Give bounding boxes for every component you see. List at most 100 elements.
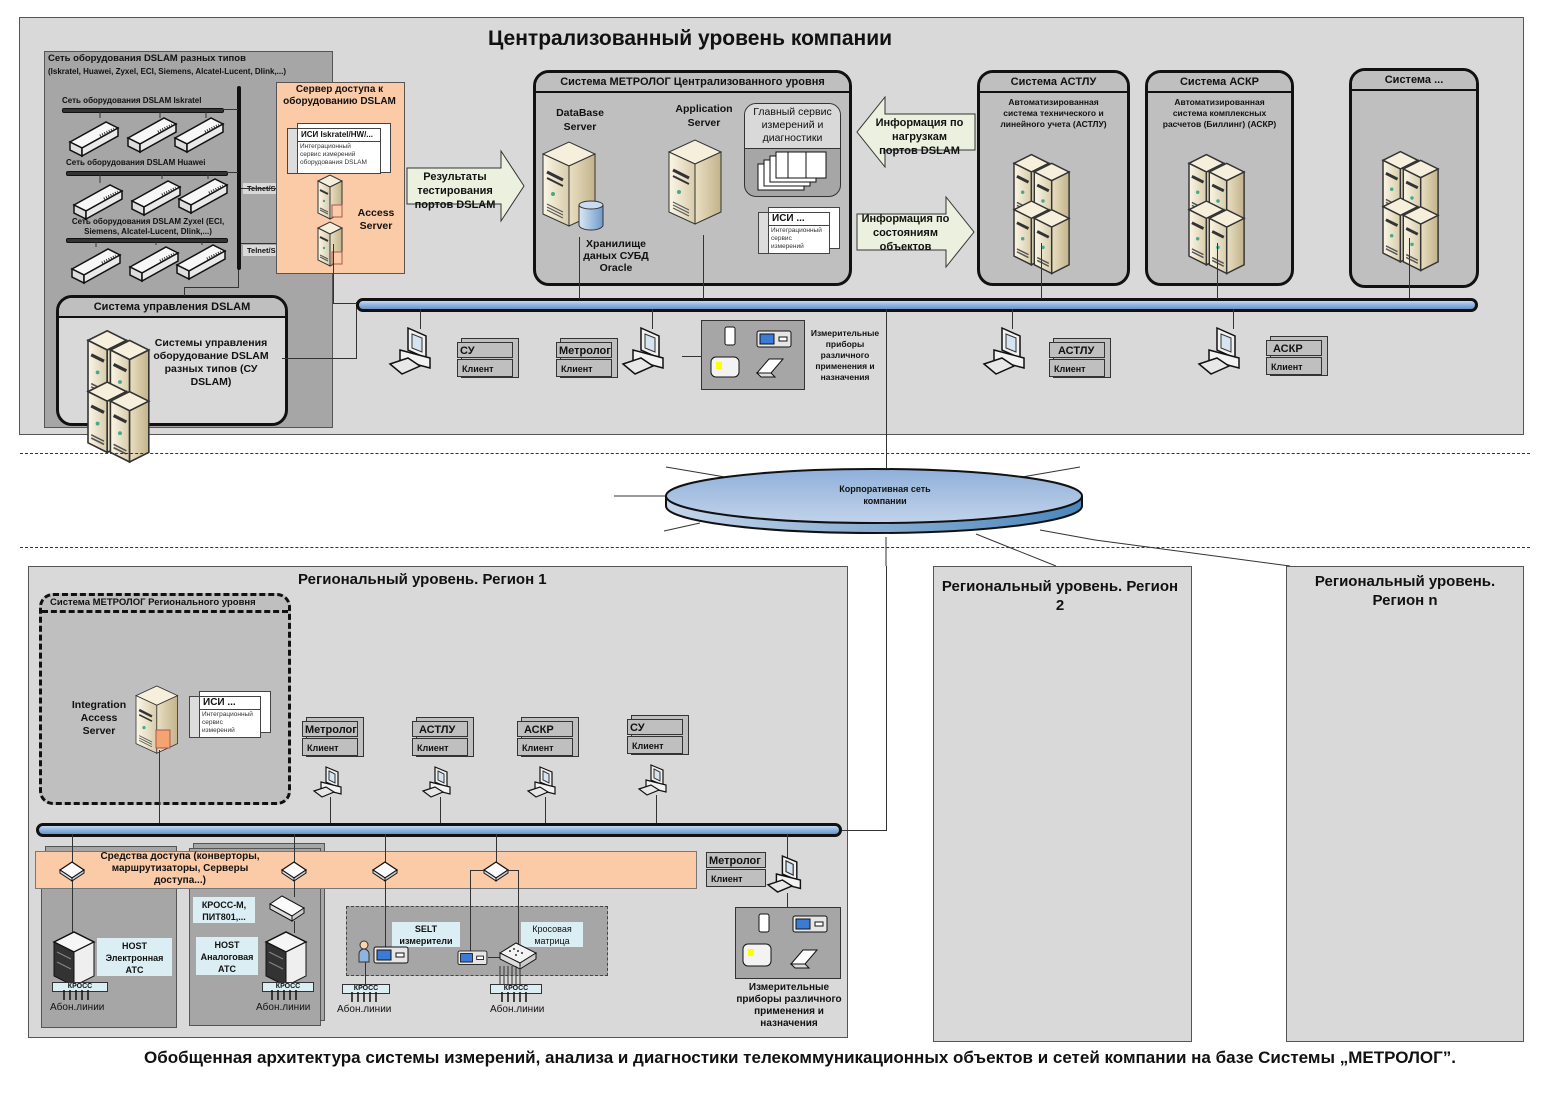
selt-technician-icon: [358, 940, 370, 963]
kross-bar-4: КРОСС: [490, 984, 542, 994]
r1-metrolog-pc-icon: [767, 855, 802, 893]
dslam-device-icons-row2: [72, 175, 229, 221]
client-astlu-sub: Клиент: [1049, 359, 1105, 377]
subscriber-lines-label-4: Абон.линии: [490, 1004, 545, 1015]
load-info-arrow-label: Информация по нагрузкам портов DSLAM: [875, 117, 964, 157]
converter-icon: [269, 895, 305, 922]
dslam-group-iskratel-label: Сеть оборудования DSLAM Iskratel: [62, 96, 202, 105]
isi-central-header: ИСИ ...: [769, 213, 829, 226]
dslam-management-title: Система управления DSLAM: [59, 298, 285, 318]
isi-regional-body: Интеграционный сервис измерений: [202, 711, 253, 734]
region1-title: Региональный уровень. Регион 1: [298, 571, 547, 588]
access-server-icon-1: [317, 174, 343, 220]
isi-central-card: ИСИ ... Интеграционный сервис измерений: [758, 207, 840, 264]
selt-label: SELT измерители: [392, 922, 460, 947]
client-askr-sub: Клиент: [1266, 357, 1322, 375]
client-askr-card: АСКР Клиент: [1266, 336, 1328, 380]
client-astlu-name: АСТЛУ: [1049, 342, 1105, 358]
cross-matrix-icon: [498, 942, 538, 970]
r1-metrolog-client-name: Метролог: [706, 852, 766, 868]
results-arrow-label: Результаты тестирования портов DSLAM: [414, 171, 496, 211]
r1-client-metrolog-name: Метролог: [302, 721, 358, 737]
isi-iskratel-body: Интеграционный сервис измерений оборудов…: [300, 143, 367, 166]
matrix-wires: [499, 966, 521, 984]
corporate-network-links: [614, 466, 1291, 567]
access-server-icon-2: [317, 221, 343, 267]
results-arrow: [406, 149, 525, 223]
instruments-label-central: Измерительные приборы различного примене…: [810, 328, 880, 382]
oracle-storage-icon: [578, 200, 604, 231]
dslam-group-iskratel-bus: [62, 108, 224, 113]
kross-bar-1: КРОСС: [52, 982, 108, 992]
subscriber-line-ticks-2: [271, 990, 297, 1000]
access-server-label: Access Server: [357, 207, 395, 232]
r1-client-su-dslam-card: СУ DSLAM Клиент: [627, 715, 689, 759]
host-electronic-label: HOST Электронная АТС: [97, 938, 172, 976]
integration-server-icon: [134, 684, 179, 755]
r1-client-askr-card: АСКР Клиент: [517, 717, 579, 761]
corporate-network-label: Корпоративная сеть компании: [839, 484, 931, 506]
app-server-label: Application Server: [675, 103, 733, 129]
system-askr-title: Система АСКР: [1148, 73, 1291, 93]
dslam-network-subtitle: (Iskratel, Huawei, Zyxel, ECI, Siemens, …: [48, 67, 286, 76]
db-server-label: DataBase Server: [556, 107, 604, 133]
client-metrolog-name: Метролог: [556, 342, 612, 358]
system-astlu-desc: Автоматизированная система технического …: [1000, 97, 1107, 129]
client-astlu-card: АСТЛУ Клиент: [1049, 338, 1111, 382]
r1-client-astlu-name: АСТЛУ: [412, 721, 468, 737]
subscriber-line-ticks-4: [501, 992, 527, 1002]
oracle-storage-label: Хранилище даных СУБД Oracle: [583, 238, 649, 274]
dslam-group-huawei-bus: [66, 171, 228, 176]
kross-m-label: КРОСС-М, ПИТ801,...: [193, 897, 255, 923]
metrolog-central-title: Система МЕТРОЛОГ Централизованного уровн…: [536, 73, 849, 93]
subscriber-line-ticks-3: [351, 992, 377, 1002]
client-metrolog-card: Метролог Клиент: [556, 338, 618, 382]
dslam-device-icons-row3: [70, 241, 227, 285]
region2-title: Региональный уровень. Регион 2: [941, 578, 1179, 614]
r1-client-metrolog-card: Метролог Клиент: [302, 717, 364, 761]
client-askr-name: АСКР: [1266, 340, 1322, 356]
isi-iskratel-card: ИСИ Iskratel/HW/... Интеграционный серви…: [287, 123, 391, 180]
selt-meter-icon-2: [457, 950, 488, 966]
diagram-caption: Обобщенная архитектура системы измерений…: [143, 1048, 1457, 1067]
r1-client-askr-name: АСКР: [517, 721, 573, 737]
corporate-network-disk-icon: [665, 468, 1083, 534]
r1-client-astlu-card: АСТЛУ Клиент: [412, 717, 474, 761]
client-su-dslam-card: СУ DSLAM Клиент: [457, 338, 519, 382]
dslam-backbone: [237, 86, 241, 270]
client-su-dslam-sub: Клиент: [457, 359, 513, 377]
isi-regional-card: ИСИ ... Интеграционный сервис измерений: [189, 691, 271, 748]
r1-client-askr-sub: Клиент: [517, 738, 573, 756]
regionN-frame: [1286, 566, 1524, 1042]
metrolog-regional-title: Система МЕТРОЛОГ Регионального уровня: [50, 597, 256, 608]
access-means-label: Средства доступа (конверторы, маршрутиза…: [100, 851, 260, 886]
isi-central-body: Интеграционный сервис измерений: [771, 227, 822, 250]
r1-client-su-dslam-sub: Клиент: [627, 736, 683, 754]
kross-bar-3: КРОСС: [342, 984, 390, 994]
client-metrolog-sub: Клиент: [556, 359, 612, 377]
system-other-title: Система ...: [1352, 71, 1476, 91]
main-service-label: Главный сервис измерений и диагностики: [745, 104, 840, 149]
r1-client-metrolog-sub: Клиент: [302, 738, 358, 756]
access-server-panel: [276, 82, 405, 274]
selt-meter-icon-1: [373, 946, 409, 964]
isi-iskratel-header: ИСИ Iskratel/HW/...: [298, 129, 380, 142]
instruments-icons-central: [710, 326, 792, 378]
dslam-group-huawei-label: Сеть оборудования DSLAM Huawei: [66, 158, 206, 167]
subscriber-lines-label-2: Абон.линии: [256, 1002, 311, 1013]
service-windows-icon: [757, 151, 827, 191]
central-level-title: Централизованный уровень компании: [487, 27, 893, 50]
host-analog-label: HOST Аналоговая АТС: [196, 937, 258, 975]
r1-client-astlu-sub: Клиент: [412, 738, 468, 756]
access-server-panel-title: Сервер доступа к оборудованию DSLAM: [283, 84, 396, 107]
system-other-panel: Система ...: [1349, 68, 1479, 288]
r1-metrolog-client-card: Метролог Клиент: [706, 852, 766, 892]
r1-metrolog-client-sub: Клиент: [706, 869, 766, 887]
instruments-label-regional: Измерительные приборы различного примене…: [736, 982, 842, 1029]
subscriber-lines-label-3: Абон.линии: [337, 1004, 392, 1015]
regionN-title: Региональный уровень. Регион n: [1314, 573, 1496, 609]
isi-regional-header: ИСИ ...: [200, 697, 260, 710]
dslam-device-icons-row1: [68, 112, 225, 158]
subscriber-line-ticks-1: [63, 990, 89, 1000]
dslam-group-zyxel-bus: [66, 238, 228, 243]
